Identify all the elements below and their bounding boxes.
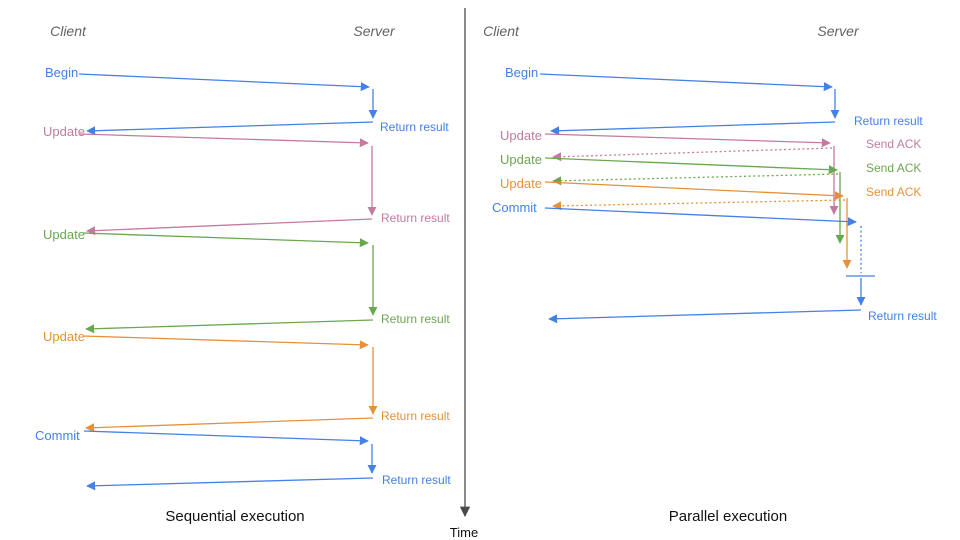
seq-update3-request-arrow xyxy=(82,335,369,350)
seq-begin-result-label: Return result xyxy=(380,120,449,134)
seq-update1-request-arrow xyxy=(79,133,369,148)
par-update1-request-arrow xyxy=(544,133,831,148)
seq-update2-exchange: Update Return result xyxy=(43,227,450,334)
seq-update1-label: Update xyxy=(43,124,85,139)
par-update3-exchange: Update Send ACK xyxy=(500,176,921,269)
seq-begin-label: Begin xyxy=(45,65,78,80)
time-axis: Time xyxy=(450,8,478,540)
seq-update3-result-label: Return result xyxy=(381,409,450,423)
par-update3-label: Update xyxy=(500,176,542,191)
parallel-caption: Parallel execution xyxy=(669,508,787,525)
time-axis-label: Time xyxy=(450,525,478,540)
seq-begin-exchange: Begin Return result xyxy=(45,65,449,136)
seq-update3-exchange: Update Return result xyxy=(43,329,450,433)
par-commit-exchange: Commit Return result xyxy=(492,200,937,324)
par-update3-request-arrow xyxy=(544,181,844,201)
par-update2-ack-arrow xyxy=(552,173,839,186)
seq-update1-exchange: Update Return result xyxy=(43,124,450,236)
par-update3-ack-label: Send ACK xyxy=(866,185,921,199)
par-update2-label: Update xyxy=(500,152,542,167)
par-begin-result-label: Return result xyxy=(854,114,923,128)
seq-update2-return-arrow xyxy=(85,319,374,334)
seq-update2-request-arrow xyxy=(82,232,369,248)
seq-update1-return-arrow xyxy=(86,218,373,236)
par-update3-ack-arrow xyxy=(552,199,846,211)
seq-server-title: Server xyxy=(353,23,396,39)
par-update2-exchange: Update Send ACK xyxy=(500,152,921,244)
par-update2-request-arrow xyxy=(544,157,838,175)
par-update1-ack-arrow xyxy=(552,147,833,162)
par-update1-ack-label: Send ACK xyxy=(866,137,921,151)
par-begin-exchange: Begin Return result xyxy=(505,65,923,136)
seq-commit-request-arrow xyxy=(83,430,369,446)
par-commit-result-label: Return result xyxy=(868,309,937,323)
seq-update2-label: Update xyxy=(43,227,85,242)
seq-commit-label: Commit xyxy=(35,428,80,443)
par-client-title: Client xyxy=(483,23,520,39)
par-commit-request-arrow xyxy=(544,207,857,227)
par-begin-return-arrow xyxy=(550,121,836,136)
seq-begin-request-arrow xyxy=(78,73,370,92)
seq-begin-return-arrow xyxy=(86,121,374,136)
par-update2-ack-label: Send ACK xyxy=(866,161,921,175)
par-begin-label: Begin xyxy=(505,65,538,80)
sequential-panel: Client Server Begin Return result Update… xyxy=(35,23,451,525)
seq-commit-result-label: Return result xyxy=(382,473,451,487)
parallel-panel: Client Server Begin Return result Update… xyxy=(483,23,937,525)
par-commit-label: Commit xyxy=(492,200,537,215)
seq-update3-return-arrow xyxy=(85,417,374,433)
seq-commit-return-arrow xyxy=(86,477,374,491)
par-commit-return-arrow xyxy=(548,309,862,324)
par-server-title: Server xyxy=(817,23,860,39)
par-update1-label: Update xyxy=(500,128,542,143)
seq-update2-result-label: Return result xyxy=(381,312,450,326)
seq-update1-result-label: Return result xyxy=(381,211,450,225)
seq-client-title: Client xyxy=(50,23,87,39)
seq-commit-exchange: Commit Return result xyxy=(35,428,451,491)
sequential-caption: Sequential execution xyxy=(165,508,304,525)
par-update1-exchange: Update Send ACK xyxy=(500,128,921,215)
seq-update3-label: Update xyxy=(43,329,85,344)
par-begin-request-arrow xyxy=(539,73,833,92)
